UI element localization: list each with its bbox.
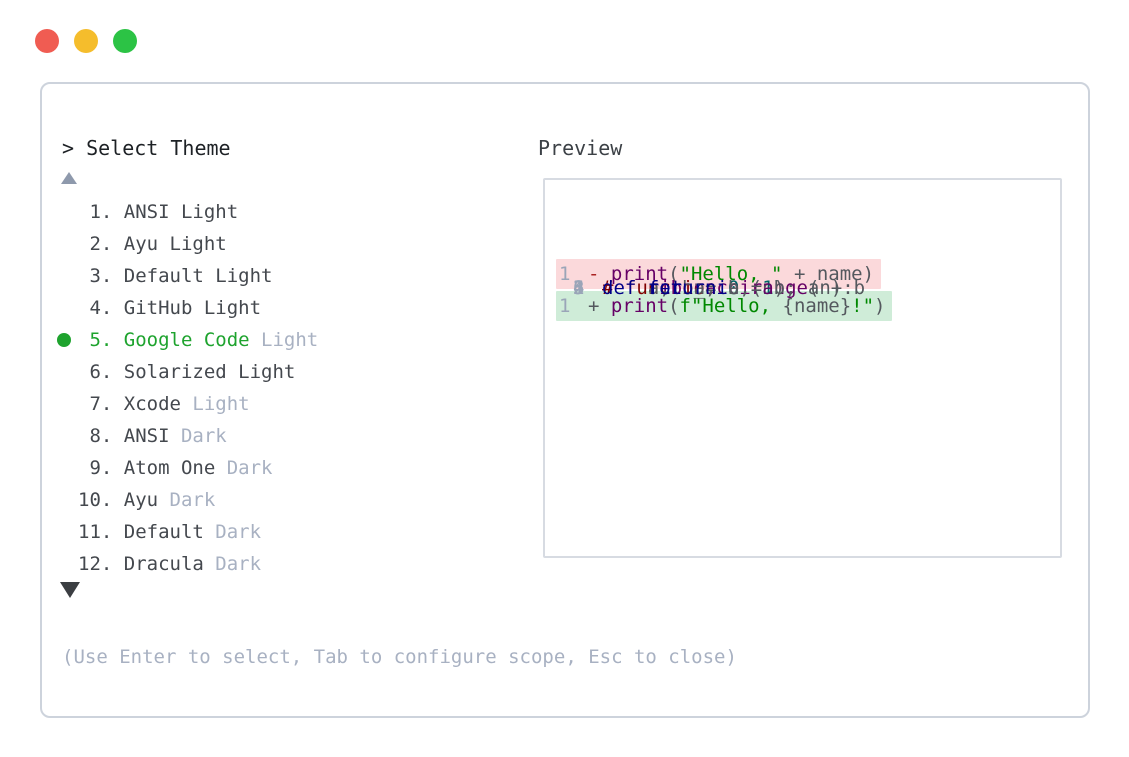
picker-title: > Select Theme (62, 136, 231, 160)
theme-list-item[interactable]: 6. Solarized Light (78, 361, 296, 383)
theme-list-item[interactable]: 8. ANSI Dark (78, 425, 227, 447)
minimize-window-icon[interactable] (74, 29, 98, 53)
theme-list-item[interactable]: 7. Xcode Light (78, 393, 250, 415)
code-line: 5 a, b = b, a + b (573, 277, 866, 299)
selected-bullet-icon (57, 333, 71, 347)
theme-list-item[interactable]: 12. Dracula Dark (78, 553, 262, 575)
window-controls (35, 29, 137, 53)
theme-list: 1. ANSI Light 2. Ayu Light 3. Default Li… (57, 196, 318, 580)
theme-list-item[interactable]: 2. Ayu Light (78, 233, 227, 255)
theme-list-item[interactable]: 11. Default Dark (78, 521, 262, 543)
theme-list-item[interactable]: 3. Default Light (78, 265, 273, 287)
theme-list-item[interactable]: 1. ANSI Light (78, 201, 239, 223)
code-line: 6 return a (573, 277, 740, 299)
code-blank-line (559, 226, 1052, 258)
preview-label: Preview (538, 136, 623, 160)
theme-picker-panel: > Select Theme Preview 1. ANSI Light 2. … (40, 82, 1090, 718)
theme-list-item[interactable]: 10. Ayu Dark (78, 489, 216, 511)
code-line: 1# function (573, 277, 717, 299)
code-line: 3 a, b = 0, 1 (573, 277, 774, 299)
scroll-down-icon[interactable] (60, 582, 80, 598)
close-window-icon[interactable] (35, 29, 59, 53)
zoom-window-icon[interactable] (113, 29, 137, 53)
code-line: 1- print("Hello, " + name) (556, 258, 1052, 290)
scroll-up-icon[interactable] (61, 172, 77, 184)
code-line: 1+ print(f"Hello, {name}!") (556, 290, 1052, 322)
theme-list-item[interactable]: 5. Google Code Light (57, 324, 318, 356)
theme-list-item[interactable]: 4. GitHub Light (78, 297, 262, 319)
theme-list-item[interactable]: 9. Atom One Dark (78, 457, 273, 479)
code-line: 4 for _ in range(n): (573, 277, 854, 299)
keyboard-hint: (Use Enter to select, Tab to configure s… (62, 646, 737, 668)
